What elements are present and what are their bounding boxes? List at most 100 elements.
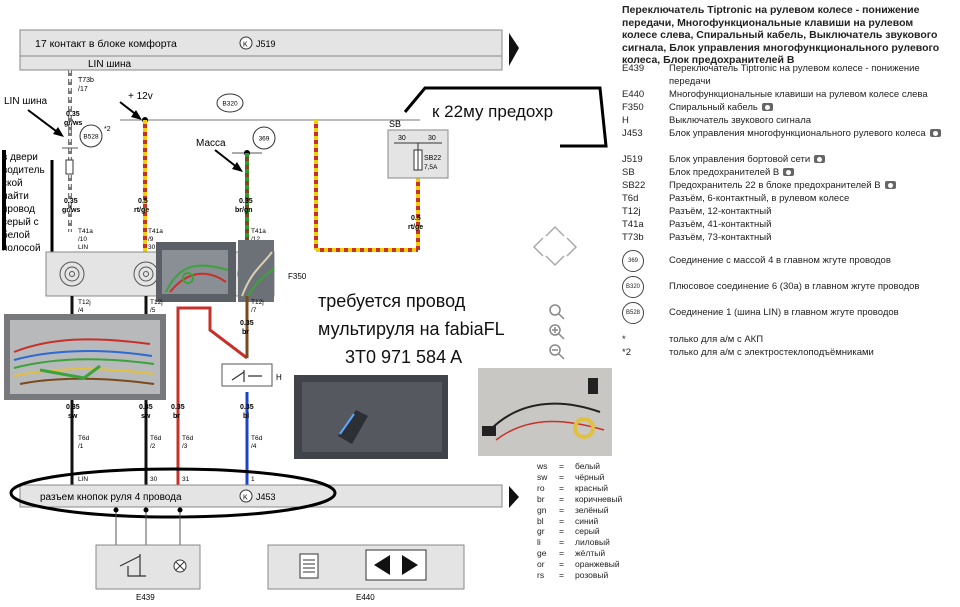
color-row-sw: sw=чёрный [537,472,622,483]
massa-label: Массa [196,138,226,149]
zoom-in-icon[interactable] [549,324,565,340]
pan-left-icon[interactable] [532,237,544,257]
j519-code: J519 [256,39,276,49]
e439-lamp-icon [173,559,187,573]
door-note-line-6: серый с [2,217,39,228]
j519-symbol [239,36,253,50]
color-eq: = [559,548,564,559]
e439-node-2 [143,507,149,513]
spiral-cable-photo [156,242,236,302]
t12j-pin-1: /4 [78,307,84,314]
lin-bus-label: LIN шина [88,59,131,70]
door-note-line-3: ской [2,178,23,189]
t6d-pin-2: /2 [150,443,156,450]
zoom-icon[interactable] [549,304,565,320]
legend-desc: Разъём, 73-контактный [669,232,772,243]
legend-desc-text: Спиральный кабель [669,102,758,113]
e439-node-3 [177,507,183,513]
door-note-line-2: водитель [2,165,45,176]
t6d-code-4: T6d [251,435,263,442]
wire-3-size: 0.35 [239,198,253,205]
pan-control[interactable] [532,225,578,267]
door-note-line-5: провод [2,204,35,215]
color-abbr: br [537,493,545,504]
sb-pin-left: 30 [398,135,406,142]
t12j-code-2: T12j [150,299,163,306]
color-abbr: ws [537,461,548,471]
j519-block [19,29,503,57]
color-row-bl: bl=синий [537,516,622,527]
color-name: зелёный [575,504,609,515]
t6d-code-2: T6d [150,435,162,442]
footnote-mark: *2 [622,347,631,358]
e440-arrows-icon [365,549,427,581]
t41a-label-1: LIN [78,244,88,251]
wire-3-color: br/gn [235,207,253,214]
horn-switch-symbol [231,370,262,382]
legend-code: T6d [622,193,639,204]
legend-desc: Соединение с массой 4 в главном жгуте пр… [669,255,891,266]
legend-code: T73b [622,232,644,243]
legend-desc-text: Блок предохранителей B [669,167,780,178]
camera-icon[interactable] [761,103,773,111]
t41a-code-1: T41a [78,228,93,235]
t6d-pin-4: /4 [251,443,257,450]
footnote-mark: * [622,334,626,345]
b528-label: B528 [83,134,99,141]
j519-label: 17 контакт в блоке комфорта [35,38,177,50]
e439-switch-symbol [119,554,146,577]
legend-code: SB22 [622,180,646,191]
e440-label: E440 [356,593,375,602]
zoom-out-icon[interactable] [549,344,565,360]
t6d-pin-3: /3 [182,443,188,450]
legend-desc: Переключатель Tiptronic на рулевом колес… [669,63,920,87]
fuse-note: к 22му предохр [432,102,553,121]
t6d-label-2: 30 [150,476,158,483]
t41a-code-2: T41a [148,228,163,235]
color-name: серый [575,526,600,537]
low-wire-3-size: 0.35 [171,404,185,411]
color-eq: = [559,493,564,504]
pan-right-icon[interactable] [566,237,578,257]
j453-symbol-letter: K [243,495,248,502]
j453-arrow [509,486,519,508]
t73b-pin: /17 [78,86,88,93]
camera-icon[interactable] [884,181,896,189]
camera-icon[interactable] [929,129,941,137]
legend-code: T41a [622,219,644,230]
lin-bus-note: LIN шина [4,96,47,107]
j519-symbol-letter: K [243,42,248,49]
legend-desc: Соединение 1 (шина LIN) в главном жгуте … [669,307,899,318]
color-name: коричневый [575,493,623,504]
connection-badge: B320 [622,276,644,298]
b320-label: B320 [222,101,238,108]
door-note-line-8: полосой [2,243,41,254]
pan-up-icon[interactable] [545,225,565,237]
t6d-code-3: T6d [182,435,194,442]
legend-desc: Многофункциональные клавиши на рулевом к… [669,89,928,100]
zoom-controls[interactable] [549,304,565,360]
camera-icon[interactable] [783,168,795,176]
low-wire-1-size: 0.35 [66,404,80,411]
horn-wire-color: br [242,329,249,336]
j453-code: J453 [256,492,276,502]
color-name: оранжевый [575,559,620,570]
camera-icon[interactable] [814,155,826,163]
legend-desc: Выключатель звукового сигнала [669,115,812,126]
sb22-label: SB22 [424,155,441,162]
low-wire-2-color: sw [141,413,151,420]
pan-down-icon[interactable] [545,255,565,267]
fuse-note-pointer [403,86,608,148]
door-note-line-4: найти [2,191,29,202]
color-eq: = [559,461,564,471]
e439-node-1 [113,507,119,513]
t12j-code-3: T12j [251,299,264,306]
e440-scroll-icon [299,553,319,579]
t12j-pin-3: /7 [251,307,257,314]
multi-connector-photo [4,314,166,400]
g369-label: 369 [259,136,270,143]
